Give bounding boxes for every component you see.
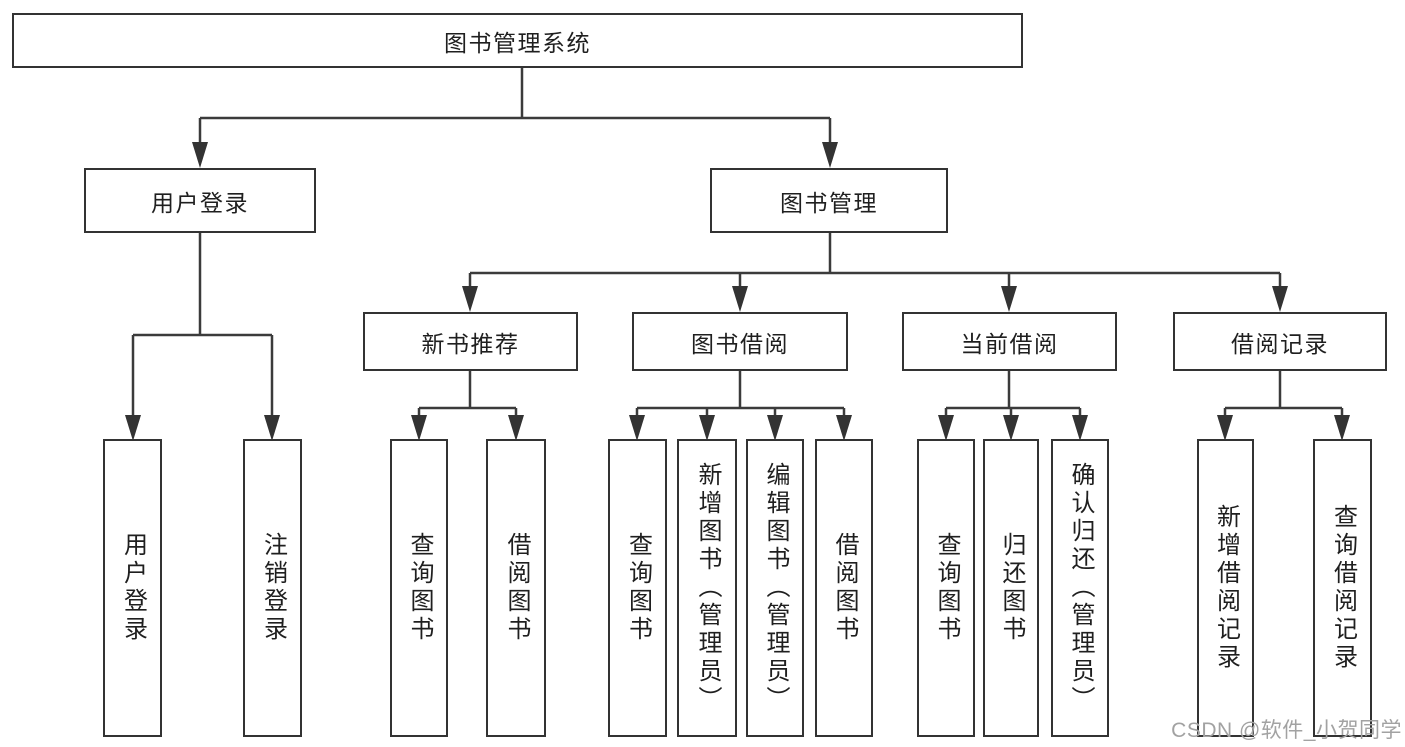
connector-root-to-level2: [198, 67, 832, 144]
arrow-down-icon: [264, 415, 280, 441]
node-label: 查询图书: [933, 532, 960, 644]
arrow-down-icon: [836, 415, 852, 441]
arrow-down-icon: [1334, 415, 1350, 441]
node-label: 借阅图书: [503, 532, 530, 644]
node-query-borrow-record: 查询借阅记录: [1313, 439, 1372, 737]
watermark: CSDN @软件_小贺同学: [1171, 719, 1402, 742]
node-label: 图书管理: [780, 189, 878, 216]
node-book-management-branch: 图书管理: [710, 168, 948, 233]
arrow-down-icon: [1217, 415, 1233, 441]
arrow-down-icon: [767, 415, 783, 441]
node-label: 查询借阅记录: [1329, 504, 1357, 672]
node-label: 图书借阅: [691, 330, 789, 357]
node-logout-leaf: 注销登录: [243, 439, 302, 737]
node-borrowing-records: 借阅记录: [1173, 312, 1387, 371]
arrow-down-icon: [1003, 415, 1019, 441]
node-label: 借阅图书: [831, 532, 858, 644]
node-label: 新增借阅记录: [1212, 504, 1240, 672]
connector-user-login-branch: [131, 233, 274, 417]
node-label: 归还图书: [998, 532, 1025, 644]
arrow-down-icon: [411, 415, 427, 441]
node-label: 新增图书（管理员）: [694, 462, 721, 714]
node-book-borrowing: 图书借阅: [632, 312, 848, 371]
arrow-down-icon: [629, 415, 645, 441]
node-label: 用户登录: [119, 532, 147, 644]
arrow-down-icon: [508, 415, 524, 441]
arrow-down-icon: [1001, 286, 1017, 312]
node-label: 用户登录: [151, 189, 249, 216]
arrow-down-icon: [938, 415, 954, 441]
node-root-label: 图书管理系统: [444, 29, 591, 56]
arrow-down-icon: [822, 142, 838, 168]
connector-new-book-recommend-branch: [417, 371, 518, 417]
node-return-books: 归还图书: [983, 439, 1039, 737]
node-label: 查询图书: [406, 532, 433, 644]
arrow-down-icon: [125, 415, 141, 441]
node-query-books-current: 查询图书: [917, 439, 975, 737]
node-borrow-books-recommend: 借阅图书: [486, 439, 546, 737]
node-current-borrowing: 当前借阅: [902, 312, 1117, 371]
node-query-books-recommend: 查询图书: [390, 439, 448, 737]
node-add-borrow-record: 新增借阅记录: [1197, 439, 1254, 737]
arrow-down-icon: [1272, 286, 1288, 312]
connector-current-borrowing-branch: [944, 371, 1082, 417]
node-label: 编辑图书（管理员）: [762, 462, 789, 714]
node-add-book-admin: 新增图书（管理员）: [677, 439, 737, 737]
connector-book-management-to-level3: [468, 233, 1282, 288]
node-label: 注销登录: [259, 532, 287, 644]
arrow-down-icon: [732, 286, 748, 312]
node-root: 图书管理系统: [12, 13, 1023, 68]
node-new-book-recommend: 新书推荐: [363, 312, 578, 371]
node-label: 查询图书: [624, 532, 652, 644]
node-user-login-branch: 用户登录: [84, 168, 316, 233]
connector-book-borrowing-branch: [635, 371, 846, 417]
arrow-down-icon: [699, 415, 715, 441]
node-confirm-return-admin: 确认归还（管理员）: [1051, 439, 1109, 737]
arrow-down-icon: [1072, 415, 1088, 441]
node-user-login-leaf: 用户登录: [103, 439, 162, 737]
node-label: 确认归还（管理员）: [1067, 462, 1094, 714]
node-query-books-borrowing: 查询图书: [608, 439, 667, 737]
arrow-down-icon: [192, 142, 208, 168]
node-edit-book-admin: 编辑图书（管理员）: [746, 439, 804, 737]
node-label: 当前借阅: [960, 330, 1059, 357]
node-label: 借阅记录: [1231, 330, 1329, 357]
node-borrow-books-borrowing: 借阅图书: [815, 439, 873, 737]
arrow-down-icon: [462, 286, 478, 312]
connector-borrowing-records-branch: [1223, 371, 1344, 417]
node-label: 新书推荐: [421, 330, 520, 357]
